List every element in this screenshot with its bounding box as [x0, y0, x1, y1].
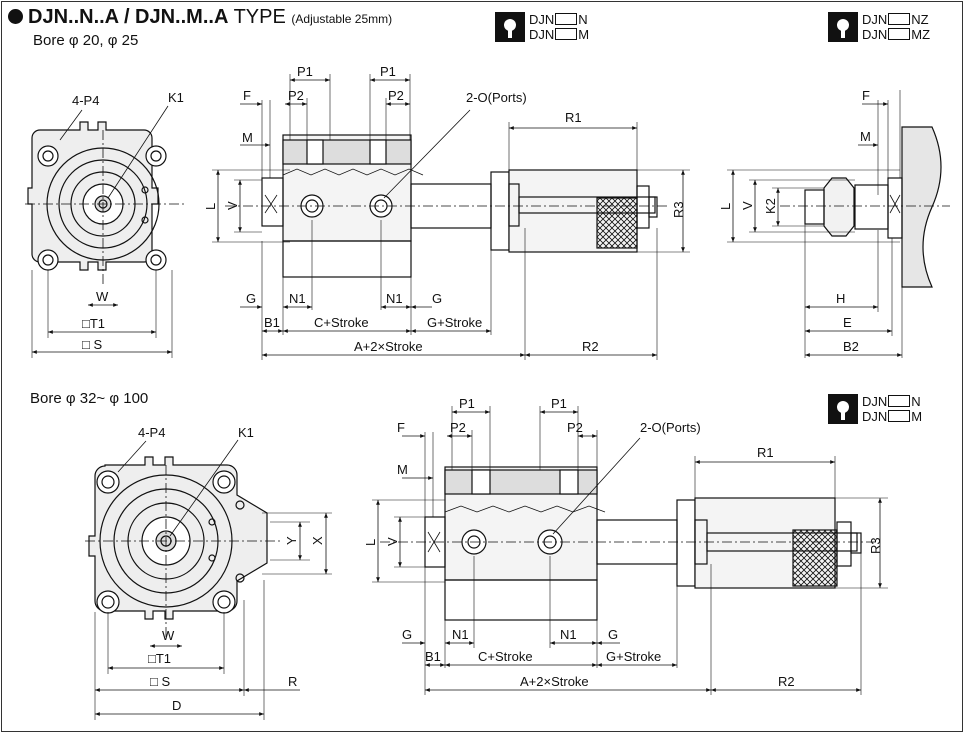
front-view-small — [25, 105, 185, 358]
label-e: E — [843, 315, 852, 330]
label-l-detail: L — [718, 203, 733, 210]
label-w: W — [96, 289, 109, 304]
label-m-detail: M — [860, 129, 871, 144]
label-a-stroke-large: A+2×Stroke — [520, 674, 589, 689]
label-f: F — [243, 88, 251, 103]
label-m: M — [242, 130, 253, 145]
label-n1-left: N1 — [289, 291, 306, 306]
title-adjustable: (Adjustable 25mm) — [291, 12, 393, 26]
side-view-zm-detail — [727, 90, 950, 358]
label-ports-large: 2-O(Ports) — [640, 420, 701, 435]
label-l-large: L — [363, 539, 378, 546]
title-models: DJN..N..A / DJN..M..A — [28, 6, 229, 28]
label-g-right-large: G — [608, 627, 618, 642]
label-g-left: G — [246, 291, 256, 306]
label-p2-left-large: P2 — [450, 420, 466, 435]
label-h: H — [836, 291, 845, 306]
label-n1-left-large: N1 — [452, 627, 469, 642]
title-type: TYPE — [233, 6, 286, 28]
label-p1-right-large: P1 — [551, 396, 567, 411]
label-b2: B2 — [843, 339, 859, 354]
label-c-stroke: C+Stroke — [314, 315, 369, 330]
label-y: Y — [284, 536, 299, 545]
label-4-p4: 4-P4 — [72, 93, 99, 108]
label-r3-large: R3 — [868, 537, 883, 554]
label-t1: □T1 — [82, 316, 105, 331]
lock-symbol-icon — [828, 12, 858, 42]
label-g-left-large: G — [402, 627, 412, 642]
label-g-right: G — [432, 291, 442, 306]
label-v-large: V — [385, 537, 400, 546]
label-b1-large: B1 — [425, 649, 441, 664]
side-view-small — [212, 74, 690, 360]
label-s: □ S — [82, 337, 102, 352]
label-p1-left: P1 — [297, 64, 313, 79]
page-title: DJN..N..A / DJN..M..A TYPE (Adjustable 2… — [8, 6, 392, 29]
label-m-large: M — [397, 462, 408, 477]
label-n1-right: N1 — [386, 291, 403, 306]
label-k1: K1 — [168, 90, 184, 105]
label-k2: K2 — [763, 198, 778, 214]
label-p2-right: P2 — [388, 88, 404, 103]
label-a-stroke: A+2×Stroke — [354, 339, 423, 354]
label-r: R — [288, 674, 297, 689]
label-4-p4-large: 4-P4 — [138, 425, 165, 440]
label-f-large: F — [397, 420, 405, 435]
label-r1-large: R1 — [757, 445, 774, 460]
label-p1-left-large: P1 — [459, 396, 475, 411]
lock-symbol-icon — [828, 394, 858, 424]
label-x: X — [310, 536, 325, 545]
side-view-large — [372, 406, 888, 695]
label-s-large: □ S — [150, 674, 170, 689]
label-r1: R1 — [565, 110, 582, 125]
label-g-stroke-large: G+Stroke — [606, 649, 661, 664]
label-v-detail: V — [740, 201, 755, 210]
label-b1: B1 — [264, 315, 280, 330]
label-p1-right: P1 — [380, 64, 396, 79]
label-k1-large: K1 — [238, 425, 254, 440]
bullet-icon — [8, 9, 23, 24]
label-f-detail: F — [862, 88, 870, 103]
bore-label-small: Bore φ 20, φ 25 — [33, 32, 139, 49]
label-r2-large: R2 — [778, 674, 795, 689]
label-r3: R3 — [671, 201, 686, 218]
label-g-stroke: G+Stroke — [427, 315, 482, 330]
label-w-large: W — [162, 628, 175, 643]
label-d: D — [172, 698, 181, 713]
label-p2-right-large: P2 — [567, 420, 583, 435]
label-ports: 2-O(Ports) — [466, 90, 527, 105]
label-l: L — [203, 203, 218, 210]
label-t1-large: □T1 — [148, 651, 171, 666]
front-view-large — [85, 439, 332, 720]
label-n1-right-large: N1 — [560, 627, 577, 642]
bore-label-large: Bore φ 32~ φ 100 — [30, 390, 149, 407]
label-p2-left: P2 — [288, 88, 304, 103]
label-r2: R2 — [582, 339, 599, 354]
label-v: V — [225, 201, 240, 210]
lock-symbol-icon — [495, 12, 525, 42]
label-c-stroke-large: C+Stroke — [478, 649, 533, 664]
